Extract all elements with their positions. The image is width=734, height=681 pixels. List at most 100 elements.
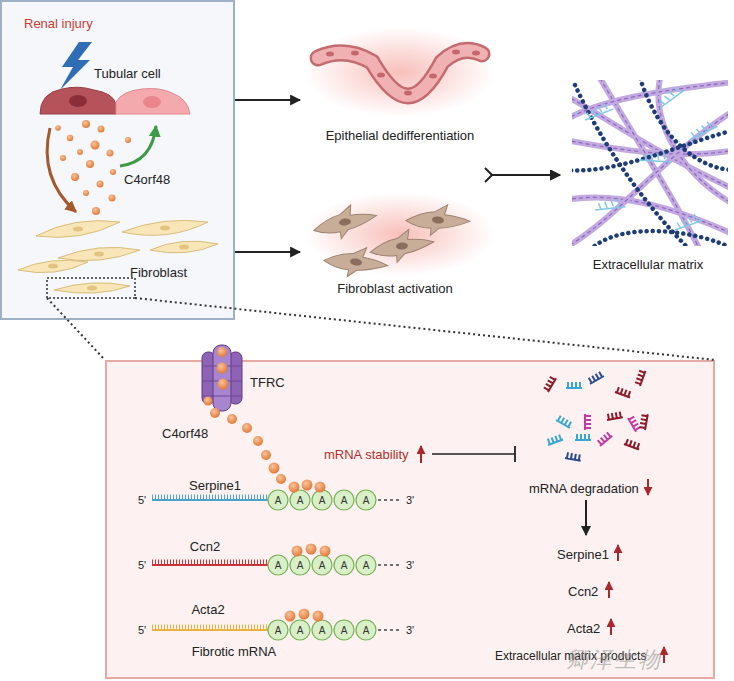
c4orf48-dot: [302, 480, 313, 491]
c4orf48-dot: [77, 149, 83, 155]
c4orf48-dot: [285, 611, 296, 622]
activated-fibroblast: [322, 241, 391, 284]
cell-nucleus: [48, 264, 58, 269]
poly-a-circle: [290, 620, 310, 640]
cell-nucleus: [179, 245, 189, 250]
c4orf48-dot: [217, 347, 227, 357]
cell-nucleus: [73, 227, 83, 232]
proteoglycan: [687, 120, 719, 140]
poly-a-circle: [312, 620, 332, 640]
label-end: 3': [406, 624, 414, 637]
flow-connector: [235, 99, 300, 101]
poly-a-circle: [312, 490, 332, 510]
cell-nucleus: [326, 52, 334, 57]
inhibition-bar: [514, 446, 516, 462]
fibroblast-body: [405, 201, 472, 240]
c4orf48-dot: [315, 482, 326, 493]
red-glow: [305, 27, 495, 117]
cell-nucleus: [472, 51, 480, 56]
epithelial-sheet: [318, 50, 482, 96]
poly-a-circle: [334, 490, 354, 510]
proteoglycan: [595, 197, 626, 213]
c4orf48-dot: [125, 137, 131, 143]
epithelium-illustration: [305, 27, 495, 117]
node-label: mRNA degradation: [529, 482, 639, 497]
poly-a-letter: A: [341, 560, 348, 572]
activated-fibroblast: [369, 228, 435, 264]
proteoglycan: [655, 84, 688, 108]
receptor-core: [213, 345, 231, 411]
c4orf48-dot: [204, 397, 213, 406]
c4orf48-dot: [91, 141, 100, 150]
beaded-chain: [590, 231, 728, 246]
c4orf48-dot: [107, 150, 114, 157]
node-label: Renal injury: [24, 17, 93, 32]
activated-fibroblast: [405, 201, 472, 240]
poly-a-letter: A: [319, 495, 326, 507]
c4orf48-dot: [292, 546, 303, 557]
cell-nucleus: [69, 95, 87, 107]
receptor-stripe: [203, 396, 241, 397]
poly-a-letter: A: [341, 625, 348, 637]
poly-a-letter: A: [275, 625, 282, 637]
node-label: C4orf48: [124, 173, 170, 188]
mrna-strand: [152, 499, 268, 501]
fibroblast-body: [369, 228, 435, 264]
cell-nucleus: [87, 286, 97, 291]
fibroblast-body: [322, 241, 391, 284]
node-label: Epithelial dedifferentiation: [326, 129, 475, 144]
collagen-fiber: [572, 110, 728, 245]
c4orf48-dot: [55, 125, 61, 131]
poly-a-letter: A: [297, 625, 304, 637]
cell-nucleus: [404, 91, 412, 96]
mrna-strand: [152, 629, 268, 631]
activated-fibroblast: [311, 202, 379, 243]
cell-nucleus: [143, 96, 161, 108]
c4orf48-dot: [109, 195, 116, 202]
c4orf48-dot: [253, 436, 263, 446]
node-label: Acta2: [567, 622, 600, 637]
cell-nucleus: [429, 74, 437, 79]
poly-a-circle: [312, 555, 332, 575]
increase-arrow: [610, 619, 612, 635]
poly-a-letter: A: [319, 560, 326, 572]
poly-a-circle: [334, 620, 354, 640]
beaded-chain: [640, 80, 728, 170]
node-label: C4orf48: [162, 427, 208, 442]
cell-nucleus: [351, 51, 359, 56]
c4orf48-dot: [218, 379, 229, 390]
poly-a-letter: A: [275, 560, 282, 572]
poly-a-circle: [334, 555, 354, 575]
c4orf48-dot: [110, 169, 116, 175]
poly-a-letter: A: [363, 560, 370, 572]
increase-arrow: [420, 446, 422, 463]
poly-a-letter: A: [319, 625, 326, 637]
node-label: TFRC: [250, 376, 285, 391]
poly-a-letter: A: [363, 495, 370, 507]
increase-arrow: [608, 582, 610, 598]
ecm-illustration: [572, 80, 728, 246]
cell-nucleus: [377, 73, 385, 78]
cell-nucleus: [94, 252, 104, 257]
decrease-arrow: [647, 479, 649, 495]
flow-arrow: [585, 500, 587, 535]
poly-a-letter: A: [275, 495, 282, 507]
node-label: Fibroblast activation: [337, 282, 453, 297]
poly-a-letter: A: [363, 625, 370, 637]
c4orf48-dot: [320, 546, 331, 557]
label-end: 3': [406, 559, 414, 572]
flow-connector: [235, 251, 300, 253]
proteoglycan: [640, 147, 672, 167]
increase-arrow: [663, 647, 665, 663]
c4orf48-dot: [92, 207, 100, 215]
node-label: Ccn2: [190, 540, 220, 555]
c4orf48-dot: [276, 474, 286, 484]
label-end: 5': [138, 624, 146, 637]
c4orf48-dot: [60, 155, 66, 161]
mrna-strand: [152, 564, 268, 566]
cell-nucleus: [160, 226, 170, 231]
cell-nucleus: [339, 218, 352, 227]
poly-a-circle: [290, 555, 310, 575]
poly-a-circle: [268, 490, 288, 510]
